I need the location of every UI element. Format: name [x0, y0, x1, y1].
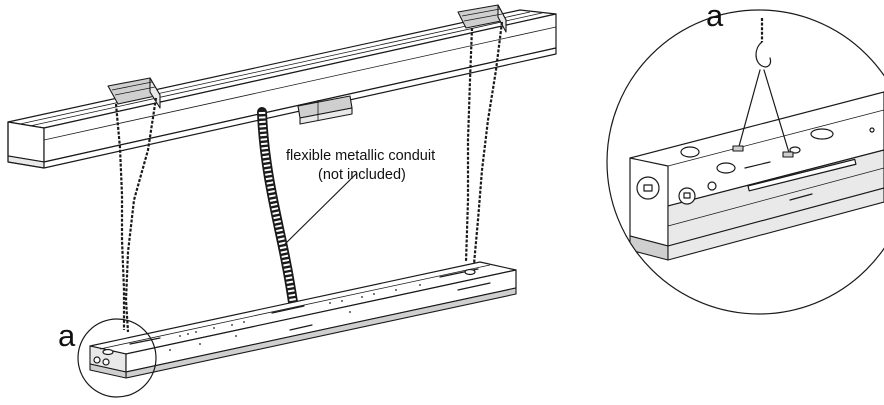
flexible-conduit: [257, 107, 308, 323]
junction-box: [297, 95, 353, 125]
conduit-note-line2: (not included): [318, 167, 406, 183]
chains: [114, 21, 504, 333]
detail-circle-main: [77, 318, 157, 398]
detail-view: [606, 9, 884, 315]
callout-label-main: a: [58, 318, 76, 353]
light-fixture: [89, 261, 517, 379]
detail-hook-chain: [732, 18, 794, 158]
channel-clamp-right: [457, 4, 507, 33]
callout-label-detail: a: [706, 0, 724, 33]
channel-clamp-left: [107, 77, 161, 109]
main-illustration: [7, 4, 557, 398]
conduit-leader-line: [282, 173, 357, 247]
conduit-note-line1: flexible metallic conduit: [286, 148, 435, 164]
detail-circle-zoom: [606, 9, 884, 315]
overhead-channel: [7, 9, 557, 169]
